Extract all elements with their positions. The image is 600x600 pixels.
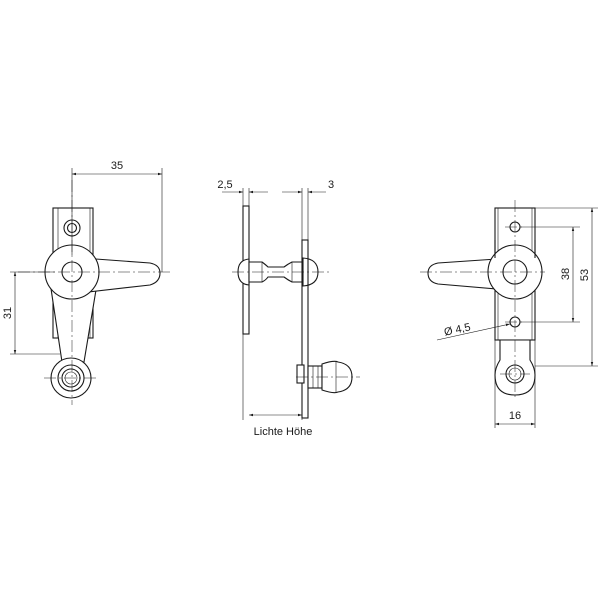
back-view — [420, 200, 545, 400]
back-height-label: 53 — [579, 269, 591, 281]
front-height-label: 31 — [2, 307, 14, 319]
side-caption-label: Lichte Höhe — [254, 426, 313, 438]
side-plate2-label: 3 — [328, 179, 334, 191]
back-width-label: 16 — [509, 410, 521, 422]
front-view — [18, 180, 172, 405]
side-plate-label: 2,5 — [217, 179, 232, 191]
side-view — [232, 205, 360, 419]
front-width-label: 35 — [111, 160, 123, 172]
back-hole-dia-label: Ø 4,5 — [443, 321, 472, 338]
back-hole-spacing-label: 38 — [560, 268, 572, 280]
